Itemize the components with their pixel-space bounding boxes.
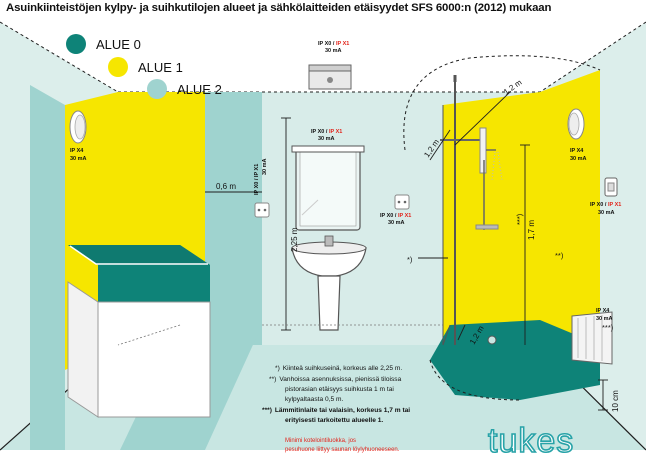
note-line-1: *)Kiinteä suihkuseinä, korkeus alle 2,25… — [275, 365, 402, 372]
rating-ceiling: IP X0 / IP X1 — [318, 41, 349, 47]
marker-star1: *) — [407, 255, 413, 264]
rating-heater: IP X4 — [596, 308, 610, 314]
note-line-3: pistorasian etäisyys suihkusta 1 m tai — [285, 386, 394, 393]
rating-left-lamp: IP X4 — [70, 148, 84, 154]
legend-dot-zone1 — [108, 57, 128, 77]
dim-1-7m: 1,7 m — [527, 220, 536, 240]
rating-mirror: IP X0 / IP X1 — [311, 129, 342, 135]
shower-floor-arc — [429, 359, 521, 401]
rating-left-socket-ma: 30 mA — [262, 158, 268, 175]
mirror — [291, 145, 365, 231]
shower-ceiling-arc — [403, 55, 601, 151]
rating-mirror-ma: 30 mA — [318, 136, 335, 142]
legend-label-zone0: ALUE 0 — [96, 37, 141, 52]
note-line-4: kylpyaltaasta 0,5 m. — [285, 396, 343, 403]
note-line-6: erityisesti tarkoitettu alueelle 1. — [285, 417, 383, 424]
marker-star2: **) — [555, 251, 564, 260]
legend-label-zone2: ALUE 2 — [177, 82, 222, 97]
dim-10cm: 10 cm — [611, 390, 620, 412]
notes: *)Kiinteä suihkuseinä, korkeus alle 2,25… — [262, 365, 410, 424]
ceiling-light — [308, 64, 352, 90]
rating-right-lamp: IP X4 — [570, 148, 584, 154]
socket-left — [254, 202, 270, 218]
bathtub — [67, 245, 211, 418]
zone1-shower-right — [540, 70, 600, 345]
note-line-5: ***)Lämmitinlaite tai valaisin, korkeus … — [262, 407, 410, 414]
zone0-shower-floor — [430, 320, 600, 400]
legend-dot-zone2 — [147, 79, 167, 99]
rating-middle: IP X0 / IP X1 — [380, 213, 411, 219]
ceiling — [0, 22, 646, 92]
footnote-red-1: Minimi kotelointiluokka, jos — [285, 438, 356, 444]
socket-middle — [394, 194, 410, 210]
rating-left-socket: IP X0 / IP X1 — [254, 164, 260, 195]
diagram-title: Asuinkiinteistöjen kylpy- ja suihkutiloj… — [6, 2, 552, 14]
zone2-left-wall — [30, 85, 65, 450]
dim-0-6m: 0,6 m — [216, 182, 236, 191]
legend: ALUE 0 ALUE 1 ALUE 2 — [66, 34, 222, 99]
left-wall-lamp — [69, 110, 87, 144]
zone1-shower-back — [443, 92, 540, 345]
rating-right-lamp-ma: 30 mA — [570, 156, 587, 162]
footnote-red-2: pesuhuone liittyy saunan löylyhuoneeseen… — [285, 447, 400, 453]
rating-switch: IP X0 / IP X1 — [590, 202, 621, 208]
right-wall-lamp — [567, 108, 585, 140]
zone1-ceiling-arc — [404, 105, 443, 185]
rating-left-lamp-ma: 30 mA — [70, 156, 87, 162]
washbasin — [291, 235, 367, 331]
rating-heater-ma: 30 mA — [596, 316, 613, 322]
legend-dot-zone0 — [66, 34, 86, 54]
rating-ceiling-ma: 30 mA — [325, 48, 342, 54]
wall-switch — [604, 177, 618, 197]
marker-star3: ***) — [515, 213, 524, 225]
heater — [571, 311, 613, 365]
tukes-logo: tukes — [488, 422, 574, 460]
dim-2-25m: 2,25 m — [290, 227, 299, 252]
note-line-2: **)Vanhoissa asennuksissa, pienissä tilo… — [269, 376, 402, 383]
rating-switch-ma: 30 mA — [598, 210, 615, 216]
marker-star3b: ***) — [602, 323, 614, 332]
zone2-back-left — [205, 92, 262, 345]
rating-middle-ma: 30 mA — [388, 220, 405, 226]
legend-label-zone1: ALUE 1 — [138, 60, 183, 75]
